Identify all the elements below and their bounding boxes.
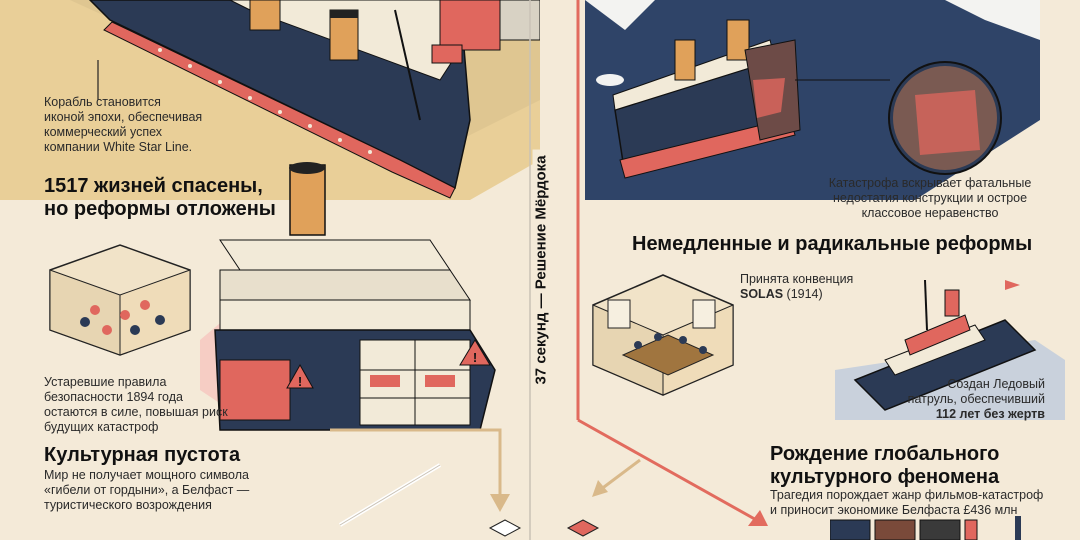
cutaway-ship-illustration: ! ! <box>200 162 496 431</box>
ice-patrol-line3: 112 лет без жертв <box>935 407 1045 421</box>
cultural-phenomenon-heading: Рождение глобального культурного феномен… <box>770 443 999 489</box>
cultural-void-caption: Мир не получает мощного символа «гибели … <box>44 468 250 512</box>
solas-year: (1914) <box>783 287 823 301</box>
ice-patrol-ship-illustration <box>835 279 1065 420</box>
docked-ship-illustration <box>0 0 540 200</box>
cultural-phenomenon-line2: культурного феномена <box>770 466 1000 488</box>
ice-patrol-line1: Создан Ледовый <box>947 377 1045 391</box>
sinking-ship-illustration <box>585 0 1040 200</box>
cultural-phenomenon-line1: Рождение глобального <box>770 443 1000 465</box>
saved-lives-heading-line1: 1517 жизней спасены, <box>44 175 263 197</box>
film-reels-illustration <box>830 516 1021 540</box>
solas-caption: Принята конвенция SOLAS (1914) <box>740 272 853 302</box>
ice-patrol-line2: патруль, обеспечивший <box>907 392 1045 406</box>
reforms-heading: Немедленные и радикальные реформы <box>632 233 1033 255</box>
saved-lives-heading: 1517 жизней спасены, но реформы отложены <box>44 175 276 221</box>
saved-lives-heading-line2: но реформы отложены <box>44 198 276 220</box>
solas-name: SOLAS <box>740 287 784 301</box>
decision-vertical-text: 37 секунд — Решение Мёрдока <box>532 149 550 391</box>
solas-line1: Принята конвенция <box>740 272 854 286</box>
cultural-void-heading: Культурная пустота <box>44 444 241 466</box>
conference-room-illustration <box>592 274 734 396</box>
icon-of-era-caption: Корабль становится иконой эпохи, обеспеч… <box>44 95 203 154</box>
passengers-room-illustration <box>49 244 191 356</box>
cultural-phenomenon-caption: Трагедия порождает жанр фильмов-катастро… <box>770 488 1044 517</box>
solas-line2: SOLAS (1914) <box>740 287 853 302</box>
outdated-rules-caption: Устаревшие правила безопасности 1894 год… <box>44 375 228 434</box>
svg-text:!: ! <box>298 374 302 389</box>
svg-text:!: ! <box>473 350 477 365</box>
disaster-caption: Катастрофа вскрывает фатальные недостати… <box>828 176 1032 220</box>
ice-patrol-caption: Создан Ледовый патруль, обеспечивший 112… <box>905 377 1045 422</box>
